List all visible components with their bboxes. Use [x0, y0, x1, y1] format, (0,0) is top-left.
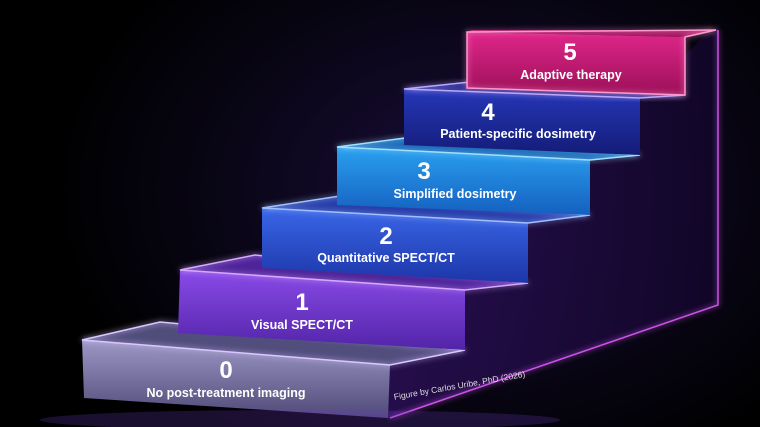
step-0-label: No post-treatment imaging	[146, 386, 305, 400]
step-4-label: Patient-specific dosimetry	[440, 127, 596, 141]
step-2-front	[262, 208, 528, 283]
step-1-number: 1	[295, 289, 308, 316]
step-2-label: Quantitative SPECT/CT	[317, 251, 455, 265]
step-0-number: 0	[219, 357, 232, 384]
step-3-label: Simplified dosimetry	[394, 187, 517, 201]
side-wall-edge	[389, 30, 719, 419]
step-4-number: 4	[481, 99, 495, 126]
step-3: 3 Simplified dosimetry	[336, 137, 641, 215]
step-4-front	[404, 89, 640, 155]
step-3-number: 3	[417, 158, 430, 185]
step-5: 5 Adaptive therapy	[466, 29, 717, 96]
step-5-front	[467, 32, 685, 95]
floor-glow	[40, 410, 560, 427]
step-5-number: 5	[563, 39, 576, 66]
step-0-top	[82, 322, 465, 365]
step-2-number: 2	[379, 223, 392, 250]
step-5-label: Adaptive therapy	[520, 68, 621, 82]
step-5-glow-edge	[466, 29, 717, 96]
step-1-front	[178, 270, 465, 350]
step-3-front	[337, 147, 590, 215]
step-1-label: Visual SPECT/CT	[251, 318, 353, 332]
